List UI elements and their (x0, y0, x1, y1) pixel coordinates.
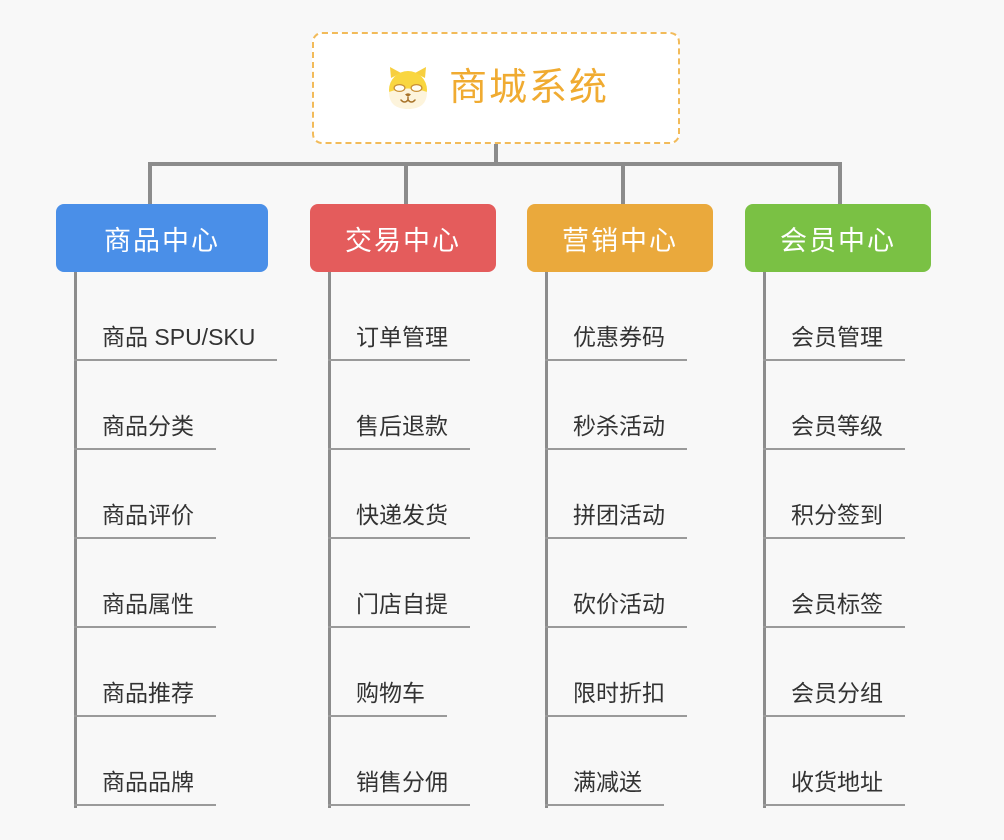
column-spine-4 (763, 272, 766, 808)
leaf-label: 商品推荐 (74, 680, 216, 717)
leaf-item[interactable]: 积分签到 (763, 450, 931, 539)
leaf-list-1: 商品 SPU/SKU 商品分类 商品评价 商品属性 商品推荐 商品品牌 (56, 272, 278, 806)
leaf-label: 会员等级 (763, 413, 905, 450)
leaf-item[interactable]: 商品品牌 (74, 717, 268, 806)
leaf-label: 限时折扣 (545, 680, 687, 717)
leaf-item[interactable]: 商品评价 (74, 450, 268, 539)
leaf-item[interactable]: 销售分佣 (328, 717, 496, 806)
leaf-label: 快递发货 (328, 502, 470, 539)
root-stem-connector (494, 144, 498, 164)
leaf-label: 售后退款 (328, 413, 470, 450)
leaf-item[interactable]: 收货地址 (763, 717, 931, 806)
leaf-label: 商品品牌 (74, 769, 216, 806)
leaf-item[interactable]: 商品分类 (74, 361, 268, 450)
leaf-item[interactable]: 砍价活动 (545, 539, 713, 628)
leaf-item[interactable]: 商品推荐 (74, 628, 268, 717)
leaf-item[interactable]: 会员标签 (763, 539, 931, 628)
leaf-label: 收货地址 (763, 769, 905, 806)
leaf-label: 销售分佣 (328, 769, 470, 806)
leaf-list-4: 会员管理 会员等级 积分签到 会员标签 会员分组 收货地址 (745, 272, 931, 806)
drop-connector-4 (838, 162, 842, 206)
leaf-label: 满减送 (545, 769, 664, 806)
drop-connector-3 (621, 162, 625, 206)
leaf-item[interactable]: 会员等级 (763, 361, 931, 450)
leaf-label: 会员分组 (763, 680, 905, 717)
leaf-label: 会员管理 (763, 324, 905, 361)
leaf-label: 商品属性 (74, 591, 216, 628)
leaf-label: 秒杀活动 (545, 413, 687, 450)
drop-connector-2 (404, 162, 408, 206)
leaf-item[interactable]: 优惠券码 (545, 272, 713, 361)
leaf-list-2: 订单管理 售后退款 快递发货 门店自提 购物车 销售分佣 (310, 272, 496, 806)
category-header-4[interactable]: 会员中心 (745, 204, 931, 272)
root-node[interactable]: 商城系统 (312, 32, 680, 144)
category-header-1[interactable]: 商品中心 (56, 204, 268, 272)
shiba-dog-icon (388, 67, 427, 109)
leaf-item[interactable]: 门店自提 (328, 539, 496, 628)
leaf-item[interactable]: 快递发货 (328, 450, 496, 539)
column-spine-3 (545, 272, 548, 808)
leaf-label: 商品评价 (74, 502, 216, 539)
leaf-item[interactable]: 满减送 (545, 717, 713, 806)
leaf-label: 拼团活动 (545, 502, 687, 539)
leaf-label: 购物车 (328, 680, 447, 717)
leaf-item[interactable]: 订单管理 (328, 272, 496, 361)
column-spine-2 (328, 272, 331, 808)
leaf-label: 优惠券码 (545, 324, 687, 361)
category-header-3[interactable]: 营销中心 (527, 204, 713, 272)
column-spine-1 (74, 272, 77, 808)
category-column-3: 营销中心 优惠券码 秒杀活动 拼团活动 砍价活动 限时折扣 满减送 (527, 204, 713, 808)
leaf-label: 积分签到 (763, 502, 905, 539)
category-column-2: 交易中心 订单管理 售后退款 快递发货 门店自提 购物车 销售分佣 (310, 204, 496, 808)
root-title: 商城系统 (448, 67, 609, 109)
leaf-item[interactable]: 商品属性 (74, 539, 268, 628)
leaf-list-3: 优惠券码 秒杀活动 拼团活动 砍价活动 限时折扣 满减送 (527, 272, 713, 806)
horizontal-bus-connector (148, 162, 842, 166)
leaf-item[interactable]: 商品 SPU/SKU (74, 272, 278, 361)
leaf-item[interactable]: 会员分组 (763, 628, 931, 717)
leaf-label: 门店自提 (328, 591, 470, 628)
leaf-label: 订单管理 (328, 324, 470, 361)
drop-connector-1 (148, 162, 152, 206)
category-header-2[interactable]: 交易中心 (310, 204, 496, 272)
leaf-label: 会员标签 (763, 591, 905, 628)
leaf-item[interactable]: 秒杀活动 (545, 361, 713, 450)
category-column-1: 商品中心 商品 SPU/SKU 商品分类 商品评价 商品属性 商品推荐 商品品牌 (56, 204, 278, 808)
leaf-item[interactable]: 售后退款 (328, 361, 496, 450)
leaf-item[interactable]: 购物车 (328, 628, 496, 717)
leaf-item[interactable]: 拼团活动 (545, 450, 713, 539)
leaf-label: 商品 SPU/SKU (74, 324, 278, 361)
leaf-item[interactable]: 限时折扣 (545, 628, 713, 717)
leaf-item[interactable]: 会员管理 (763, 272, 931, 361)
leaf-label: 砍价活动 (545, 591, 687, 628)
category-column-4: 会员中心 会员管理 会员等级 积分签到 会员标签 会员分组 收货地址 (745, 204, 931, 808)
leaf-label: 商品分类 (74, 413, 216, 450)
